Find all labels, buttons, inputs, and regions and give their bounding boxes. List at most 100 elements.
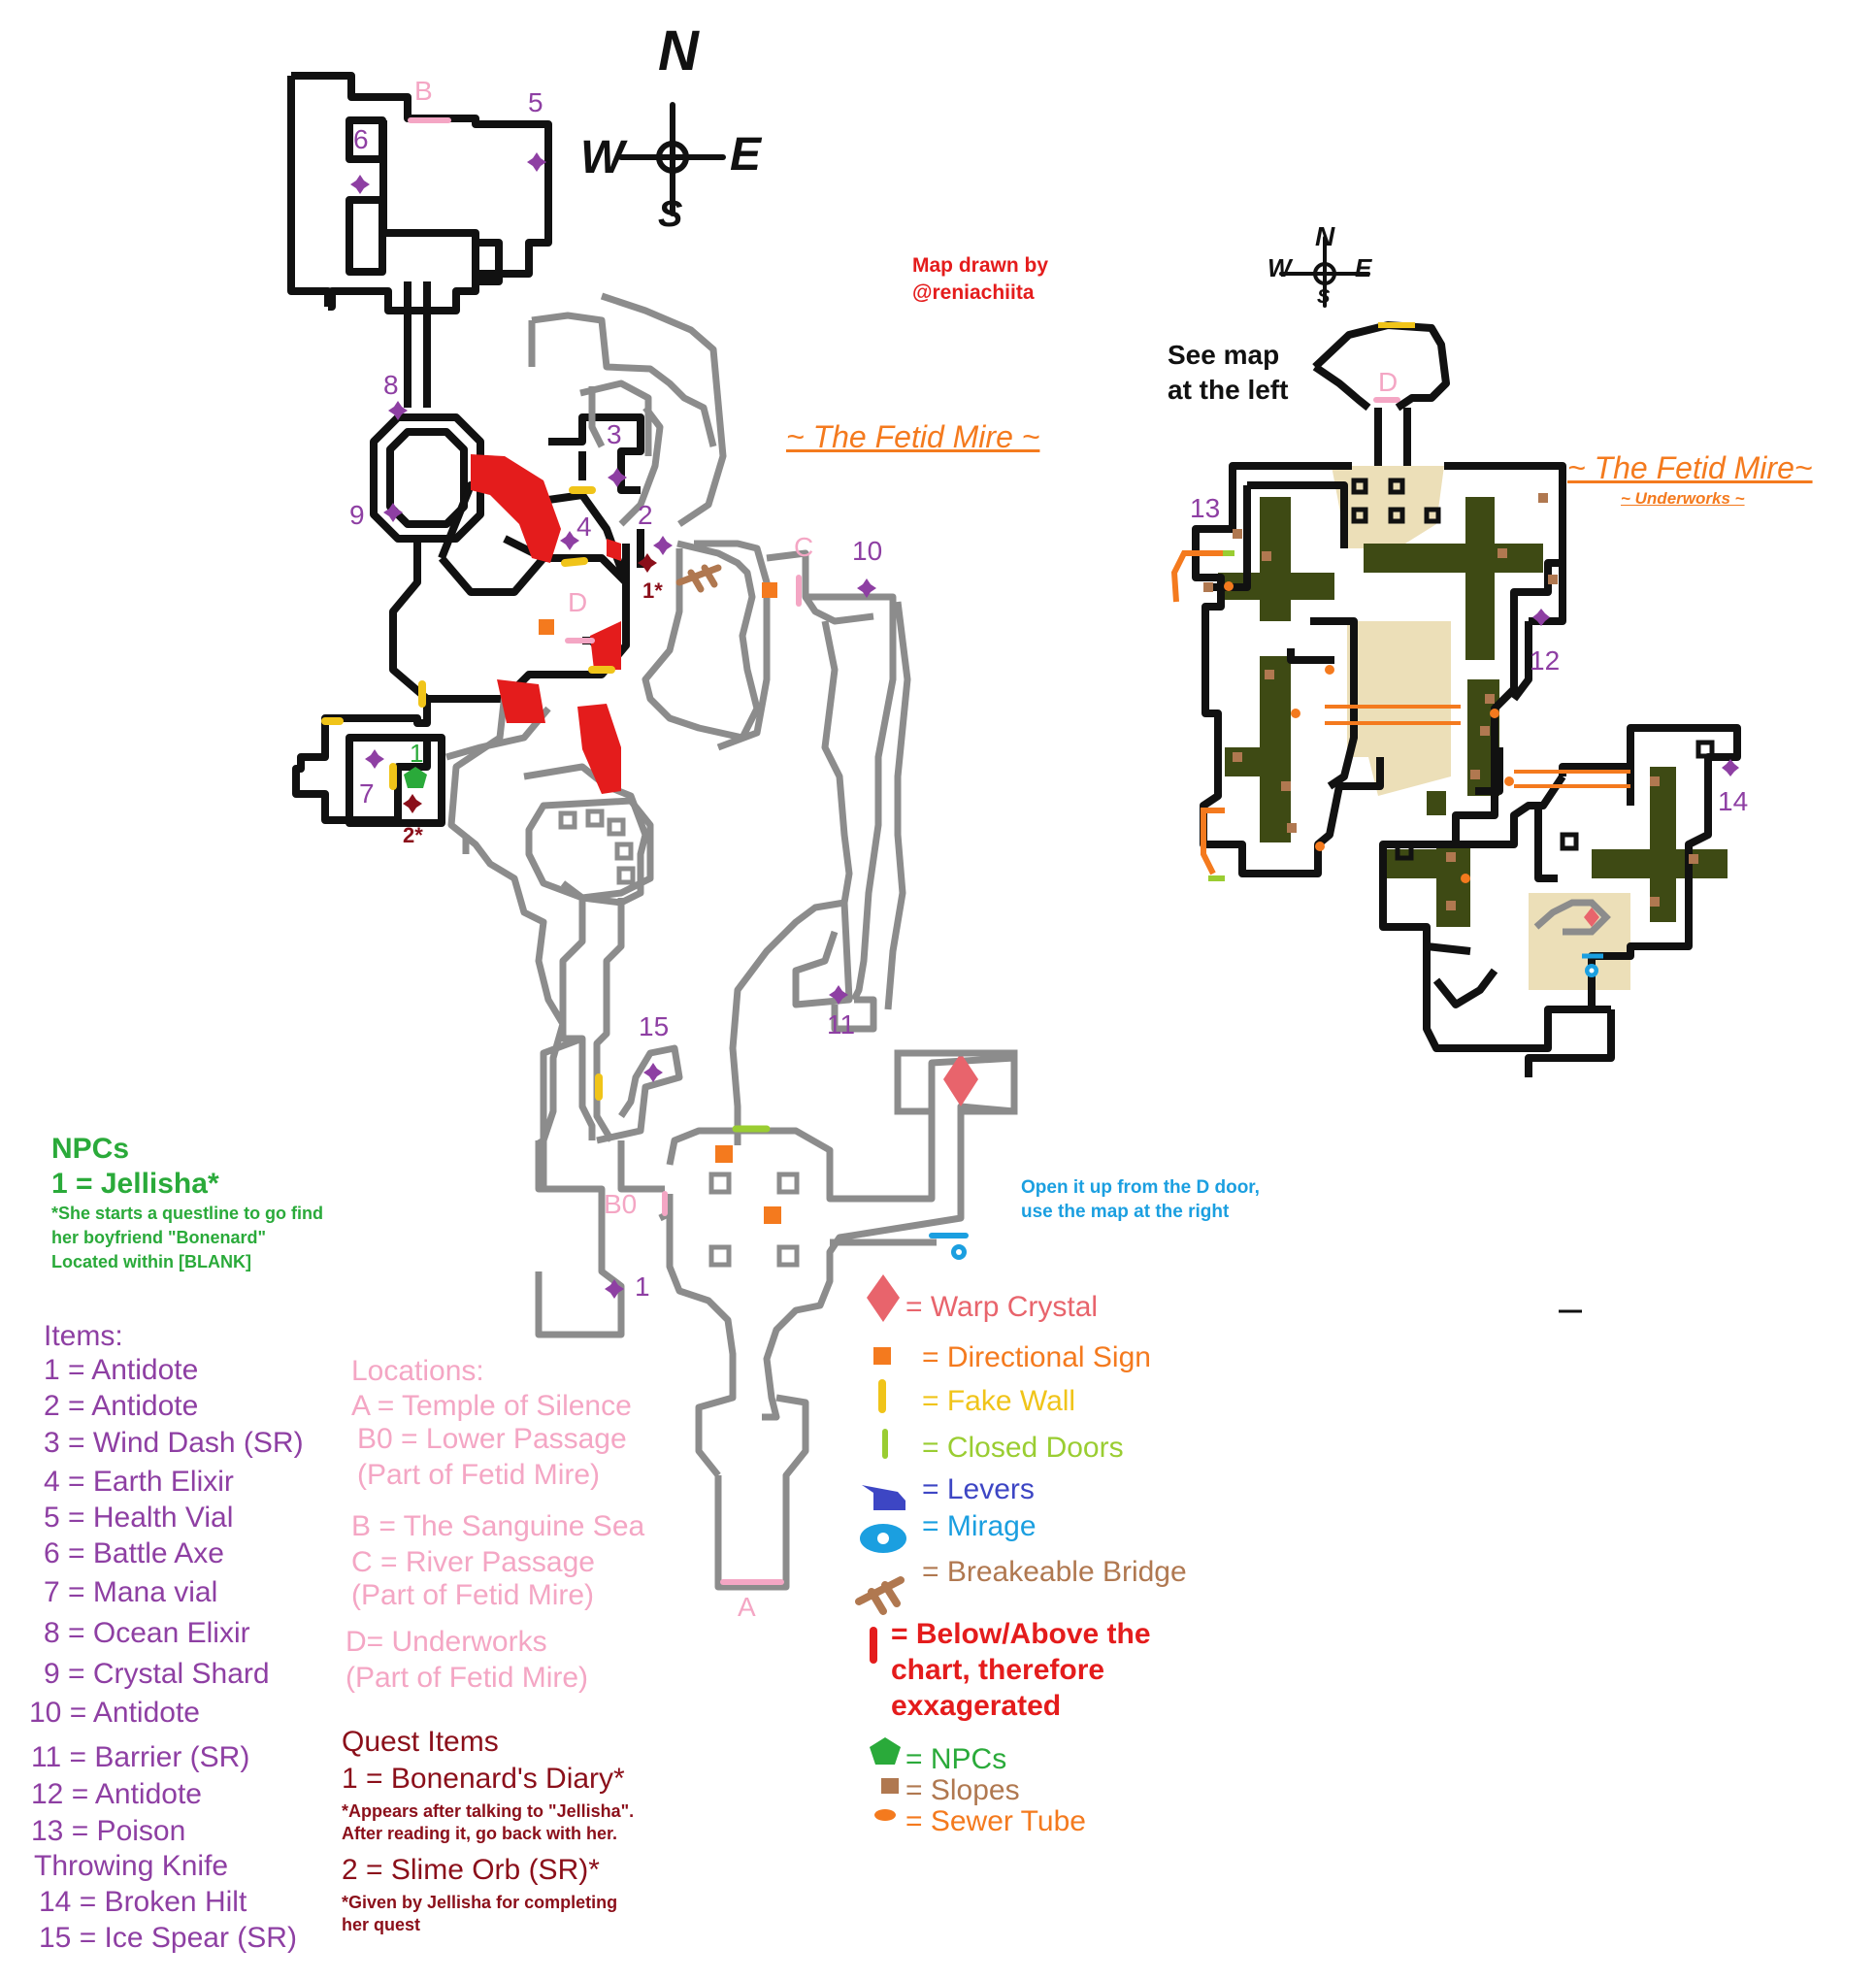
npcs-note-2: her boyfriend "Bonenard" xyxy=(51,1228,267,1247)
item-marker-11: 11 xyxy=(827,1009,856,1040)
main-map-gray-walls xyxy=(445,292,1018,1591)
locations-heading: Locations: xyxy=(351,1355,484,1387)
legend-npcs: = NPCs xyxy=(905,1743,1007,1775)
item-marker-9: 9 xyxy=(349,500,365,530)
quest-item-1: 1 = Bonenard's Diary* xyxy=(342,1763,625,1795)
item-marker-10: 10 xyxy=(852,536,883,566)
location-label-b0: B0 xyxy=(604,1189,638,1219)
location-label-a: A xyxy=(738,1592,756,1622)
legend-below-above-line-3: exxagerated xyxy=(891,1690,1062,1722)
underworks-sewer-pipes xyxy=(1325,705,1630,788)
item-entry: Throwing Knife xyxy=(34,1850,229,1882)
underworks-slopes xyxy=(1203,493,1698,910)
compass-west-label: W xyxy=(580,132,625,183)
item-marker-1: 1 xyxy=(635,1271,650,1302)
items-heading: Items: xyxy=(44,1320,123,1352)
legend-warp-crystal-icon xyxy=(867,1274,900,1322)
underworks-walls xyxy=(1192,321,1741,1077)
main-map-warp-room-walls xyxy=(894,1049,1018,1204)
item-entry: 5 = Health Vial xyxy=(44,1502,234,1534)
underworks-compass-north: N xyxy=(1315,221,1335,251)
item-marker-6: 6 xyxy=(353,124,369,154)
item-marker-14: 14 xyxy=(1718,786,1749,816)
legend-mirage-icon xyxy=(860,1524,906,1553)
npcs-heading: NPCs xyxy=(51,1133,130,1165)
quest-label-2: 2* xyxy=(403,823,423,847)
underworks-compass-east: E xyxy=(1355,253,1372,282)
item-entry: 4 = Earth Elixir xyxy=(44,1466,234,1498)
quest-label-1: 1* xyxy=(642,578,663,603)
quest-note-2b: her quest xyxy=(342,1915,421,1934)
item-marker-3: 3 xyxy=(607,419,622,449)
legend-fake-wall: = Fake Wall xyxy=(922,1385,1076,1417)
underworks-warp-area xyxy=(1533,899,1611,959)
location-entry: C = River Passage xyxy=(351,1546,595,1578)
item-marker-5: 5 xyxy=(528,87,543,117)
item-marker-2: 2 xyxy=(638,500,653,530)
legend-warp-crystal: = Warp Crystal xyxy=(905,1291,1099,1323)
legend-npc-icon xyxy=(870,1737,901,1765)
main-map-below-above-passages xyxy=(471,454,621,794)
location-label-c: C xyxy=(794,532,814,562)
underworks-mirage-icon xyxy=(1585,964,1598,977)
main-map-fake-walls xyxy=(321,486,615,1101)
item-entry: 10 = Antidote xyxy=(29,1697,200,1729)
compass-north-label: N xyxy=(658,19,699,83)
legend-directional-sign: = Directional Sign xyxy=(922,1341,1151,1373)
main-map-door-markers xyxy=(408,117,1400,1585)
item-marker-13: 13 xyxy=(1190,493,1221,523)
item-entry: 11 = Barrier (SR) xyxy=(31,1741,250,1773)
legend-sewer-tube: = Sewer Tube xyxy=(905,1805,1086,1837)
main-map-directional-signs xyxy=(539,582,781,1224)
underworks-item-crosses xyxy=(1532,609,1739,776)
item-entry: 2 = Antidote xyxy=(44,1390,199,1422)
location-entry: B = The Sanguine Sea xyxy=(351,1510,645,1542)
quest-note-1a: *Appears after talking to "Jellisha". xyxy=(342,1801,635,1821)
main-map-quest-items xyxy=(403,553,657,813)
underworks-subtitle: ~ Underworks ~ xyxy=(1621,489,1745,508)
npcs-note-1: *She starts a questline to go find xyxy=(51,1204,324,1223)
main-mirage-icon xyxy=(951,1244,967,1260)
legend-breakable-bridge: = Breakeable Bridge xyxy=(922,1556,1187,1588)
item-marker-12: 12 xyxy=(1530,645,1561,676)
item-entry: 6 = Battle Axe xyxy=(44,1537,224,1569)
item-entry: 14 = Broken Hilt xyxy=(39,1886,247,1918)
legend-mirage: = Mirage xyxy=(922,1510,1037,1542)
item-marker-8: 8 xyxy=(383,370,399,400)
main-map-title: ~ The Fetid Mire ~ xyxy=(786,419,1040,454)
open-note-line-1: Open it up from the D door, xyxy=(1021,1177,1260,1198)
location-label-d-main: D xyxy=(568,587,588,617)
quest-note-2a: *Given by Jellisha for completing xyxy=(342,1893,618,1912)
main-map-item-crosses xyxy=(350,152,876,1299)
main-map-pillar-squares xyxy=(558,809,800,1268)
item-entry: 9 = Crystal Shard xyxy=(44,1658,270,1690)
location-entry: (Part of Fetid Mire) xyxy=(346,1662,589,1694)
legend-below-above-line-1: = Below/Above the xyxy=(891,1618,1151,1650)
location-entry: D= Underworks xyxy=(346,1626,547,1658)
underworks-small-squares xyxy=(1351,478,1715,861)
item-marker-15: 15 xyxy=(639,1011,670,1041)
item-entry: 7 = Mana vial xyxy=(44,1576,218,1608)
credit-line-2: @reniachiita xyxy=(912,281,1035,304)
location-entry: (Part of Fetid Mire) xyxy=(351,1579,595,1611)
legend-slopes-icon xyxy=(881,1778,899,1794)
quest-item-2: 2 = Slime Orb (SR)* xyxy=(342,1854,600,1886)
underworks-orange-tube-markers xyxy=(1224,581,1514,883)
item-entry: 3 = Wind Dash (SR) xyxy=(44,1427,304,1459)
legend-below-above-line-2: chart, therefore xyxy=(891,1654,1105,1686)
see-map-line-2: at the left xyxy=(1168,375,1289,405)
legend-sewer-tube-icon xyxy=(874,1809,896,1821)
underworks-title: ~ The Fetid Mire~ xyxy=(1567,450,1813,485)
item-marker-4: 4 xyxy=(576,512,592,542)
location-label-d-underworks: D xyxy=(1378,367,1399,397)
npcs-entry: 1 = Jellisha* xyxy=(51,1168,219,1200)
npc-label-1: 1 xyxy=(410,739,424,768)
quest-note-1b: After reading it, go back with her. xyxy=(342,1824,618,1843)
warp-crystal-icon xyxy=(943,1053,978,1106)
legend-slopes: = Slopes xyxy=(905,1774,1020,1806)
item-entry: 12 = Antidote xyxy=(31,1778,202,1810)
legend-icons xyxy=(855,1274,906,1821)
location-entry: B0 = Lower Passage xyxy=(357,1423,627,1455)
location-entry: (Part of Fetid Mire) xyxy=(357,1459,601,1491)
